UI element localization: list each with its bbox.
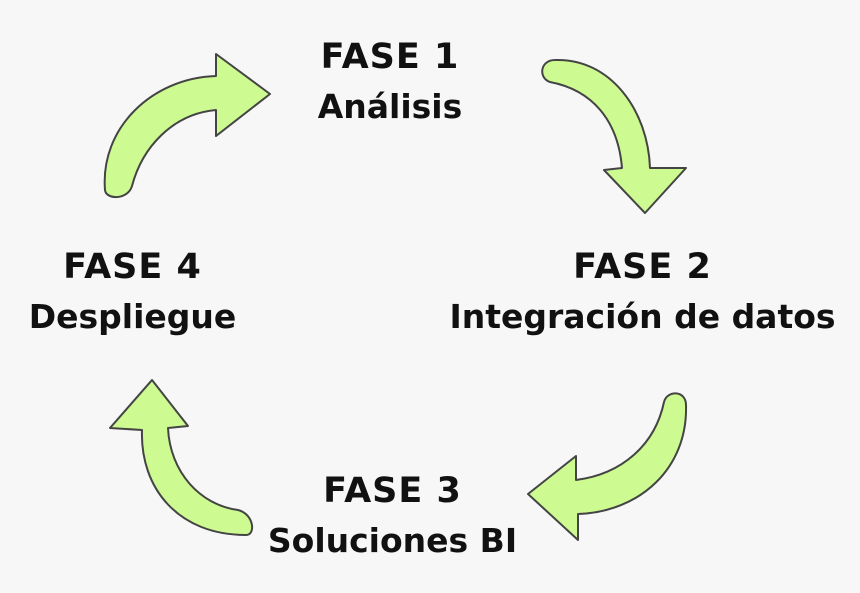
phase-2-number: FASE 2: [573, 247, 712, 287]
phase-2-label: FASE 2 Integración de datos: [440, 242, 845, 342]
phase-1-name: Análisis: [317, 87, 463, 126]
phase-1-label: FASE 1 Análisis: [290, 32, 490, 132]
phase-3-name: Soluciones BI: [267, 521, 518, 560]
phase-4-name: Despliegue: [28, 297, 237, 336]
phase-1-number: FASE 1: [320, 37, 460, 77]
arrow-phase3-to-phase4: [109, 379, 254, 536]
arrow-phase4-to-phase1: [103, 53, 271, 198]
phase-4-number: FASE 4: [63, 247, 202, 287]
arrow-phase1-to-phase2: [541, 58, 687, 214]
arrow-phase2-to-phase3: [527, 392, 688, 541]
phase-4-label: FASE 4 Despliegue: [10, 242, 255, 342]
phase-2-name: Integración de datos: [449, 297, 836, 336]
phase-3-number: FASE 3: [323, 471, 462, 511]
phase-3-label: FASE 3 Soluciones BI: [250, 466, 535, 566]
